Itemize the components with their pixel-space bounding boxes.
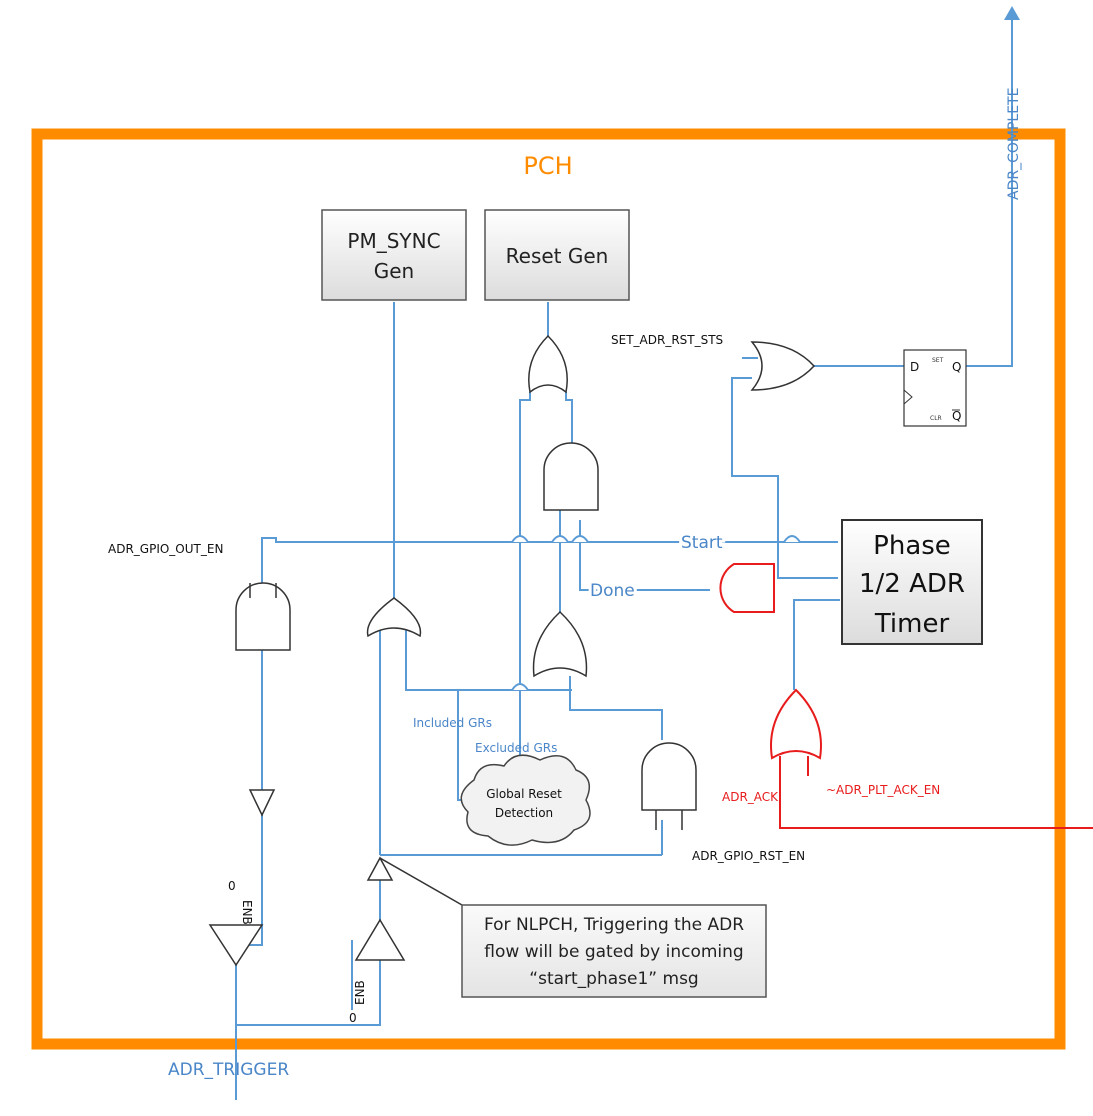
adr-timer-block: Phase 1/2 ADR Timer [841, 519, 983, 645]
ff-q-label: Q [952, 360, 961, 374]
or-gate-reset [528, 334, 568, 394]
red-or-gate [770, 688, 822, 760]
adr-gpio-rst-en-label: ADR_GPIO_RST_EN [692, 849, 805, 863]
enb-label-out: ENB [240, 900, 254, 925]
enb-label-in: ENB [353, 980, 367, 1005]
ff-d-label: D [910, 360, 919, 374]
tristate-out [208, 924, 264, 967]
svg-text:SET: SET [932, 357, 944, 364]
signal-wires [235, 18, 1013, 1100]
flip-flop: D Q Q SET CLR [903, 349, 967, 427]
adr-complete-label: ADR_COMPLETE [1006, 88, 1022, 200]
zero-label-in: 0 [349, 1011, 357, 1025]
timer-line1: Phase [873, 531, 951, 561]
reset-gen-block: Reset Gen [484, 209, 630, 301]
included-grs-label: Included GRs [413, 716, 492, 730]
note-line1: For NLPCH, Triggering the ADR [484, 915, 744, 935]
global-reset-line2: Detection [495, 806, 553, 820]
nlpch-note: For NLPCH, Triggering the ADR flow will … [379, 857, 767, 998]
red-and-gate [719, 563, 775, 613]
start-label: Start [681, 533, 723, 553]
or-gate-sts [750, 341, 816, 391]
svg-text:CLR: CLR [930, 415, 942, 422]
adr-ack-label: ADR_ACK [722, 790, 779, 804]
adr-complete-arrow [1004, 6, 1020, 20]
buffer-down [248, 789, 276, 817]
pm-sync-gen-line2: Gen [374, 259, 414, 283]
timer-line3: Timer [874, 609, 950, 639]
note-line2: flow will be gated by incoming [484, 942, 743, 962]
global-reset-cloud: Global Reset Detection [460, 754, 591, 846]
or-gate-left [366, 597, 422, 638]
pch-title: PCH [523, 152, 572, 180]
and-gate-upper [543, 442, 599, 511]
adr-gpio-out-en-label: ADR_GPIO_OUT_EN [108, 542, 223, 556]
zero-label-out: 0 [228, 879, 236, 893]
timer-line2: 1/2 ADR [859, 569, 965, 599]
pch-border [31, 128, 1066, 1050]
pm-sync-gen-block: PM_SYNC Gen [321, 209, 467, 301]
and-gate-gpio-out [235, 582, 291, 651]
note-line3: “start_phase1” msg [529, 969, 698, 989]
global-reset-line1: Global Reset [486, 787, 562, 801]
or-gate-lower [532, 610, 588, 678]
reset-gen-label: Reset Gen [506, 244, 609, 268]
logic-gates [208, 334, 816, 967]
pm-sync-gen-line1: PM_SYNC [347, 229, 440, 253]
tristate-in [354, 918, 406, 961]
done-label: Done [590, 581, 635, 601]
adr-trigger-label: ADR_TRIGGER [168, 1060, 289, 1080]
red-logic [719, 563, 1093, 829]
adr-plt-ack-en-label: ~ADR_PLT_ACK_EN [826, 783, 940, 797]
set-adr-rst-sts-label: SET_ADR_RST_STS [611, 333, 723, 347]
excluded-grs-label: Excluded GRs [475, 741, 557, 755]
buffer-up [366, 856, 394, 881]
ff-qbar-label: Q [952, 409, 961, 423]
crossover-humps [511, 535, 801, 691]
and-gate-gpio-rst [641, 742, 697, 811]
